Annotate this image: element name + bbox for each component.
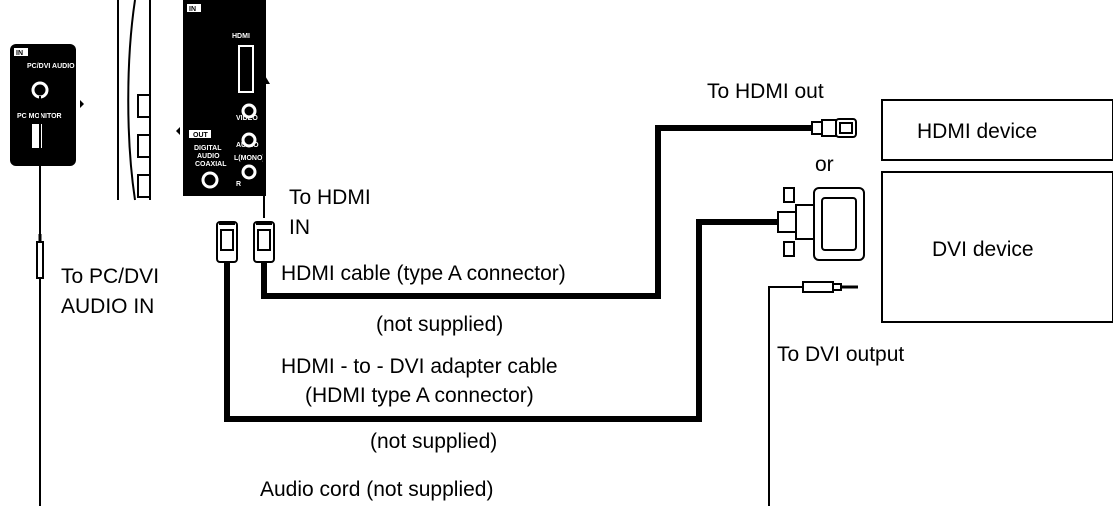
tv-side-edge xyxy=(117,0,151,201)
out-tag: OUT xyxy=(193,132,209,139)
audio-cord-left xyxy=(36,96,44,506)
hdmi-panel: IN HDMI VIDEO AUDIO L(MONO) R OUT DIGITA… xyxy=(176,0,266,196)
to-pc-audio-label-2: AUDIO IN xyxy=(61,295,154,318)
pc-dvi-audio-jack-label: PC/DVI AUDIO xyxy=(27,63,75,70)
hdmi-in-arrow xyxy=(258,74,270,218)
lmono-label: L(MONO) xyxy=(234,155,265,162)
pc-audio-panel: IN PC/DVI AUDIO PC MONITOR xyxy=(10,44,84,166)
audio-l-jack xyxy=(241,132,257,148)
hdmi-in-port xyxy=(238,45,254,93)
to-hdmi-in-label-2: IN xyxy=(289,216,310,239)
pc-dvi-audio-jack xyxy=(31,81,49,99)
hdmi-cable xyxy=(261,125,812,299)
digital-label-3: COAXIAL xyxy=(195,161,227,168)
not-supplied-label-2: (not supplied) xyxy=(370,430,497,453)
hdmi-plug-2 xyxy=(253,221,275,263)
dvi-device-box xyxy=(881,171,1113,323)
pc-monitor-port xyxy=(32,124,42,148)
adapter-cable-label-1: HDMI - to - DVI adapter cable xyxy=(281,355,558,378)
to-hdmi-out-label: To HDMI out xyxy=(707,80,824,103)
r-label: R xyxy=(236,181,241,188)
hdmi-plug-device xyxy=(811,118,857,138)
hdmi-cable-label: HDMI cable (type A connector) xyxy=(281,262,566,285)
panel-right-in-tag: IN xyxy=(189,6,196,13)
panel-left-in-tag: IN xyxy=(16,50,23,57)
digital-label-1: DIGITAL xyxy=(194,145,222,152)
digital-label-2: AUDIO xyxy=(197,153,220,160)
video-label: VIDEO xyxy=(236,115,258,122)
hdmi-device-box xyxy=(881,99,1113,161)
dvi-device-label: DVI device xyxy=(932,238,1034,261)
hdmi-dvi-adapter-cable xyxy=(224,219,778,422)
video-jack xyxy=(241,103,257,119)
hdmi-port-label: HDMI xyxy=(232,33,250,40)
dvi-connector xyxy=(777,187,865,261)
adapter-cable-label-2: (HDMI type A connector) xyxy=(305,384,534,407)
coaxial-jack xyxy=(201,171,219,189)
not-supplied-label-1: (not supplied) xyxy=(376,313,503,336)
mini-plug-right xyxy=(802,281,858,293)
to-pc-audio-label-1: To PC/DVI xyxy=(61,265,159,288)
hdmi-plug-1 xyxy=(216,221,238,263)
or-label: or xyxy=(815,153,834,176)
audio-r-jack xyxy=(241,164,257,180)
hdmi-device-label: HDMI device xyxy=(917,120,1037,143)
audio-cord-label: Audio cord (not supplied) xyxy=(260,478,493,501)
to-dvi-output-label: To DVI output xyxy=(777,343,904,366)
to-hdmi-in-label-1: To HDMI xyxy=(289,186,371,209)
audio-cord-right xyxy=(768,286,803,506)
